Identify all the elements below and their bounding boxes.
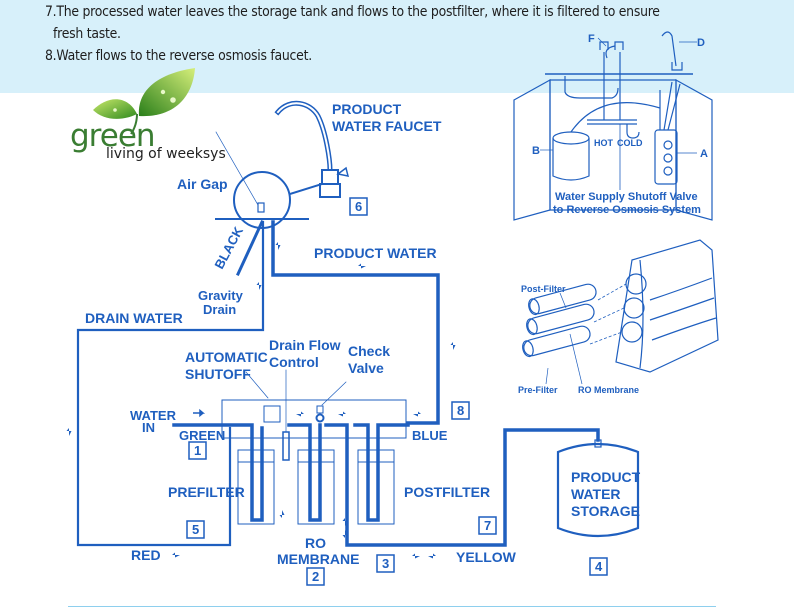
label-product-water-faucet-1: PRODUCT	[332, 101, 402, 117]
label-control: Control	[269, 354, 319, 370]
label-air-gap: Air Gap	[177, 176, 228, 192]
leaf-logo-icon	[93, 68, 195, 135]
manifold-housing	[221, 399, 407, 439]
label-water: WATER	[130, 408, 177, 423]
label-storage-2: WATER	[571, 486, 621, 502]
label-postfilter: POSTFILTER	[404, 484, 490, 500]
cartridge-unit-illustration	[522, 239, 719, 385]
label-green: GREEN	[179, 428, 225, 443]
under-sink-illustration	[513, 31, 713, 221]
air-gap-leader	[215, 131, 259, 206]
step-box-6	[349, 197, 368, 216]
flow-arrows	[66, 242, 456, 559]
header-band	[0, 0, 794, 93]
step-number-1: 1	[194, 443, 201, 458]
label-automatic: AUTOMATIC	[185, 349, 268, 365]
step-box-2	[306, 567, 325, 586]
under-sink-label-b: B	[532, 145, 540, 157]
under-sink-label-cold: COLD	[617, 138, 643, 148]
step-number-2: 2	[312, 569, 319, 584]
label-blue: BLUE	[412, 428, 448, 443]
black-drain-tube	[236, 220, 264, 276]
under-sink-label-a: A	[700, 148, 708, 160]
under-sink-label-hot: HOT	[594, 138, 614, 148]
label-prefilter: PREFILTER	[168, 484, 245, 500]
label-membrane: MEMBRANE	[277, 551, 359, 567]
cartridge-label-post-filter: Post-Filter	[521, 284, 566, 294]
label-shutoff: SHUTOFF	[185, 366, 251, 382]
drain-water-line	[76, 220, 265, 547]
label-ro: RO	[305, 535, 326, 551]
step-number-5: 5	[192, 522, 199, 537]
logo-wordmark: green	[70, 118, 156, 154]
logo-tagline: living of weeksys	[106, 146, 226, 162]
step-number-6: 6	[355, 199, 362, 214]
label-drain: Drain	[203, 302, 236, 317]
step-number-4: 4	[595, 559, 603, 574]
cartridge-label-ro-membrane: RO Membrane	[578, 385, 639, 395]
step-box-3	[376, 554, 395, 573]
ro-membrane-housing	[297, 449, 335, 525]
label-drain-flow: Drain Flow	[269, 337, 341, 353]
yellow-line	[324, 423, 600, 547]
label-storage-1: PRODUCT	[571, 469, 641, 485]
step-box-5	[186, 520, 205, 539]
label-red: RED	[131, 547, 161, 563]
product-water-line	[271, 220, 440, 425]
step-8-text: 8.Water flows to the reverse osmosis fau…	[45, 48, 312, 64]
prefilter-housing	[237, 449, 275, 525]
step-box-7	[478, 516, 497, 535]
label-yellow: YELLOW	[456, 549, 517, 565]
under-sink-label-d: D	[697, 37, 705, 49]
step-7-text: 7.The processed water leaves the storage…	[45, 4, 660, 20]
step-number-8: 8	[457, 403, 464, 418]
label-drain-water: DRAIN WATER	[85, 310, 183, 326]
under-sink-label-f: F	[588, 33, 595, 45]
label-valve: Valve	[348, 360, 384, 376]
label-product-water-faucet-2: WATER FAUCET	[332, 118, 442, 134]
faucet-icon	[274, 100, 350, 198]
under-sink-caption-1: Water Supply Shutoff Valve	[555, 191, 698, 203]
label-gravity: Gravity	[198, 288, 244, 303]
step-number-7: 7	[484, 518, 491, 533]
storage-tank	[556, 442, 640, 538]
postfilter-housing	[357, 449, 395, 525]
step-box-1	[188, 441, 207, 460]
step-number-3: 3	[382, 556, 389, 571]
step-box-4	[589, 557, 608, 576]
label-product-water: PRODUCT WATER	[314, 245, 437, 261]
label-check: Check	[348, 343, 390, 359]
under-sink-caption-2: to Reverse Osmosis System	[553, 204, 701, 216]
step-box-8	[451, 401, 470, 420]
label-storage-3: STORAGE	[571, 503, 640, 519]
water-in-line	[172, 423, 264, 522]
cartridge-label-pre-filter: Pre-Filter	[518, 385, 558, 395]
label-in: IN	[142, 420, 155, 435]
step-7-text-continued: fresh taste.	[53, 26, 121, 42]
